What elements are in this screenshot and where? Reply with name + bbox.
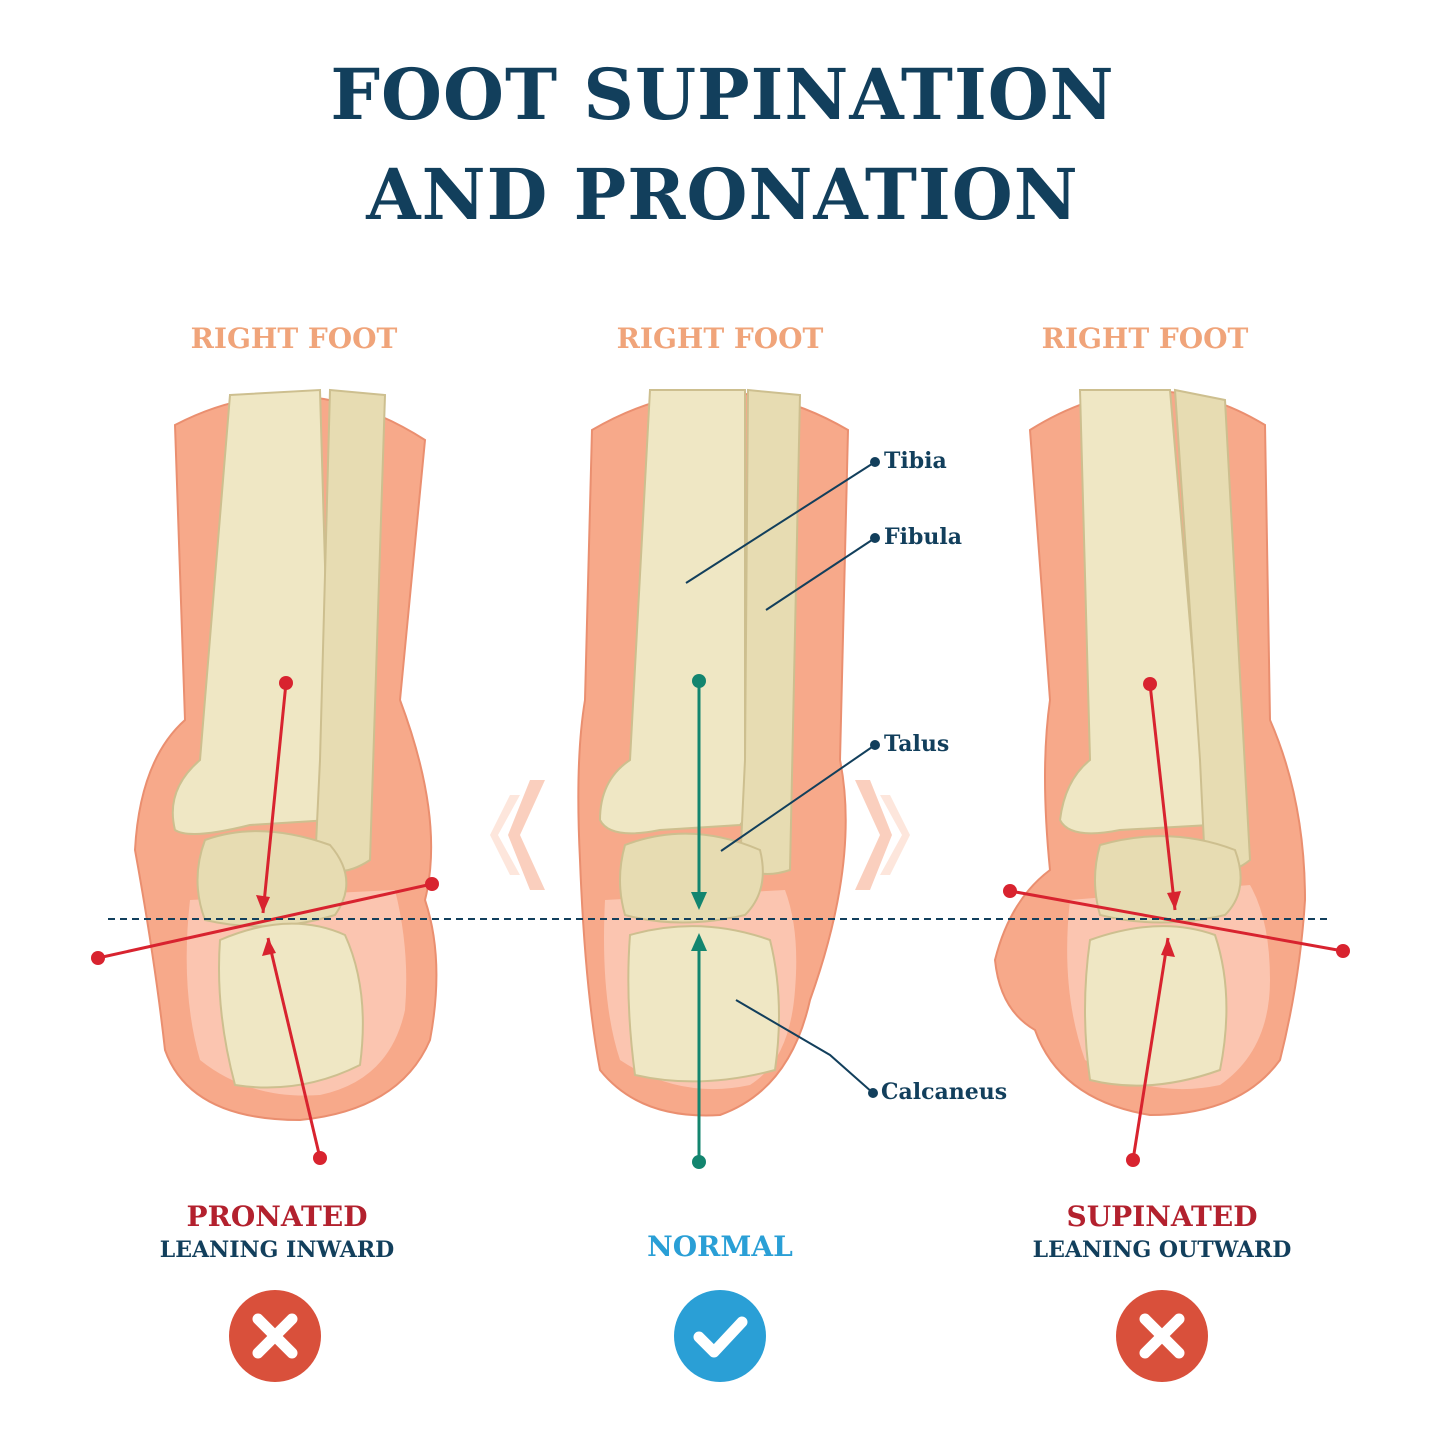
chevrons-right-icon xyxy=(855,780,910,890)
x-circle-icon xyxy=(229,1290,321,1382)
status-normal: NORMAL xyxy=(647,1230,793,1263)
title-line-2: AND PRONATION xyxy=(366,153,1079,236)
pronated-talus xyxy=(196,830,348,928)
pronated-calcaneus xyxy=(218,922,364,1089)
panel-2-label: RIGHT FOOT xyxy=(616,322,824,355)
pronated-foot xyxy=(91,388,439,1165)
supinated-foot xyxy=(993,388,1350,1167)
label-talus: Talus xyxy=(884,731,950,757)
x-circle-icon xyxy=(1116,1290,1208,1382)
panel-1-label: RIGHT FOOT xyxy=(190,322,398,355)
normal-talus xyxy=(619,832,764,924)
panel-3-label: RIGHT FOOT xyxy=(1041,322,1249,355)
chevrons-left-icon xyxy=(490,780,545,890)
normal-foot xyxy=(577,388,850,1169)
normal-calcaneus xyxy=(627,925,780,1083)
status-pronated: PRONATED xyxy=(186,1200,368,1233)
label-fibula: Fibula xyxy=(884,524,962,550)
bone-leader-lines xyxy=(685,457,880,1098)
check-circle-icon xyxy=(674,1290,766,1382)
status-supinated: SUPINATED xyxy=(1066,1200,1258,1233)
sub-pronated: LEANING INWARD xyxy=(159,1237,395,1263)
supinated-talus xyxy=(1094,835,1242,924)
normal-fibula xyxy=(738,388,802,875)
sub-supinated: LEANING OUTWARD xyxy=(1032,1237,1292,1263)
supinated-calcaneus xyxy=(1084,925,1228,1087)
label-tibia: Tibia xyxy=(884,448,947,474)
title-line-1: FOOT SUPINATION xyxy=(330,53,1115,136)
label-calcaneus: Calcaneus xyxy=(881,1079,1008,1105)
